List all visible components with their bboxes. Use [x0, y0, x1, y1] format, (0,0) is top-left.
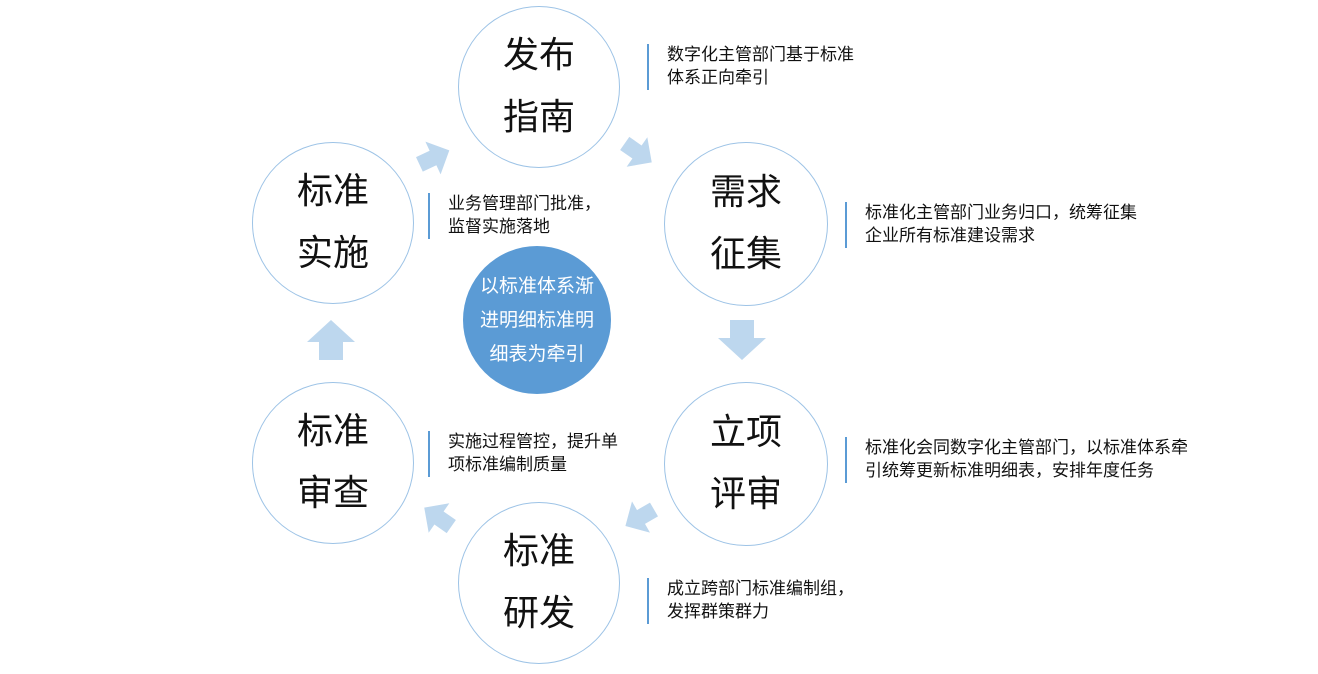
node-label-line1: 标准 — [296, 171, 369, 212]
node-standard-review: 标准 审查 — [252, 382, 414, 544]
note-line1: 成立跨部门标准编制组， — [667, 579, 854, 599]
note-line2: 体系正向牵引 — [667, 68, 769, 88]
node-label-line2: 征集 — [709, 234, 782, 275]
node-publish-guide: 发布 指南 — [458, 6, 620, 168]
node-label-line1: 需求 — [709, 172, 782, 213]
note-demand-collection: 标准化主管部门业务归口，统筹征集 企业所有标准建设需求 — [845, 202, 1137, 248]
center-circle: 以标准体系渐 进明细标准明 细表为牵引 — [463, 246, 611, 394]
arrow-publish-to-demand — [620, 136, 652, 167]
center-label-line1: 以标准体系渐 — [479, 275, 594, 297]
node-label-line2: 实施 — [296, 233, 369, 274]
node-demand-collection: 需求 征集 — [664, 142, 828, 306]
center-label-line2: 进明细标准明 — [479, 309, 594, 331]
note-line1: 标准化主管部门业务归口，统筹征集 — [865, 203, 1137, 223]
note-line2: 监督实施落地 — [448, 217, 550, 237]
arrow-development-to-standard-review — [424, 503, 456, 534]
arrow-implementation-to-publish — [416, 141, 450, 175]
node-project-review: 立项 评审 — [664, 382, 828, 546]
note-publish-guide: 数字化主管部门基于标准 体系正向牵引 — [647, 44, 854, 90]
arrow-demand-to-review — [718, 320, 766, 360]
note-line1: 标准化会同数字化主管部门，以标准体系牵 — [865, 438, 1188, 458]
node-standard-implementation: 标准 实施 — [252, 142, 414, 304]
node-label-line1: 立项 — [709, 412, 782, 453]
node-standard-development: 标准 研发 — [458, 502, 620, 664]
arrow-review-to-development — [625, 501, 658, 533]
node-label-line2: 评审 — [709, 474, 782, 515]
note-standard-development: 成立跨部门标准编制组， 发挥群策群力 — [647, 578, 854, 624]
note-line2: 项标准编制质量 — [448, 455, 567, 475]
note-line1: 实施过程管控，提升单 — [448, 432, 618, 452]
node-label-line1: 发布 — [502, 35, 575, 76]
center-label-line3: 细表为牵引 — [489, 343, 585, 365]
node-label-line1: 标准 — [502, 531, 575, 572]
node-label-line2: 研发 — [502, 593, 575, 634]
node-label-line1: 标准 — [296, 411, 369, 452]
node-label-line2: 指南 — [502, 97, 575, 138]
arrow-review-to-implementation — [307, 320, 355, 360]
note-line1: 数字化主管部门基于标准 — [667, 45, 854, 65]
note-line2: 企业所有标准建设需求 — [865, 226, 1035, 246]
note-standard-review: 实施过程管控，提升单 项标准编制质量 — [428, 431, 618, 477]
node-label-line2: 审查 — [296, 473, 369, 514]
note-line2: 引统筹更新标准明细表，安排年度任务 — [865, 461, 1154, 481]
note-line2: 发挥群策群力 — [667, 602, 769, 622]
note-project-review: 标准化会同数字化主管部门，以标准体系牵 引统筹更新标准明细表，安排年度任务 — [845, 437, 1188, 483]
note-line1: 业务管理部门批准， — [448, 194, 601, 214]
note-standard-implementation: 业务管理部门批准， 监督实施落地 — [428, 193, 601, 239]
